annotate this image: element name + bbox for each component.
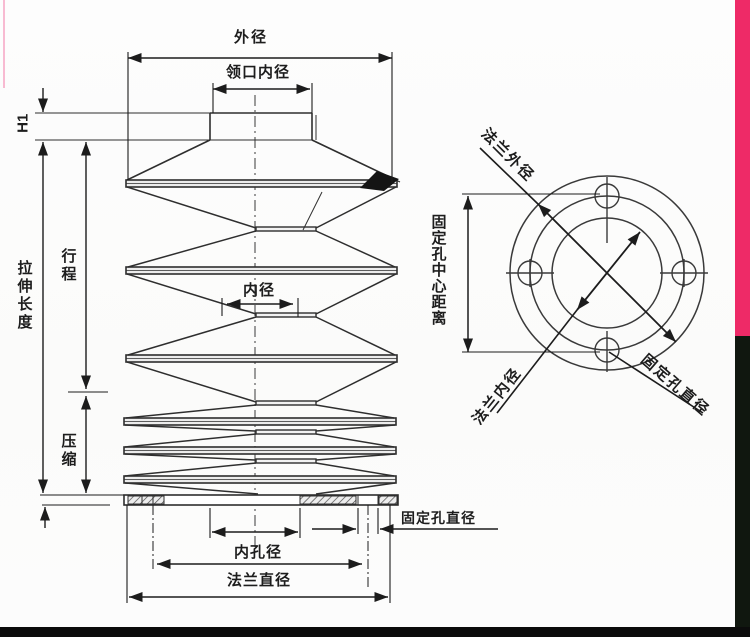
label-fixing-hole-diameter-front: 固定孔直径: [401, 510, 476, 526]
front-view-dimensions: [38, 52, 498, 603]
dim-flange-inner-diameter: [576, 231, 641, 311]
label-flange-diameter: 法兰直径: [227, 572, 292, 589]
bellows-inner-folds: [255, 226, 317, 464]
bellows-outer-bars: [123, 179, 398, 484]
label-collar-inner-diameter: 领口内径: [226, 64, 291, 81]
label-hole-center-distance: 固定孔中心距离: [429, 214, 447, 326]
bellows-pleats: [124, 186, 397, 495]
collar: [35, 112, 401, 183]
label-inner-diameter: 内径: [243, 282, 276, 299]
scan-edge-pink-sliver: [3, 0, 5, 88]
seam-detail-blob: [360, 171, 399, 191]
label-outer-diameter: 外径: [234, 29, 269, 46]
right-edge-pink-strip: [735, 0, 750, 336]
flange-view-dimensions: [462, 147, 704, 414]
label-stroke: 行程: [59, 248, 77, 284]
label-inner-hole-diameter: 内孔径: [234, 544, 283, 561]
bottom-flange: [123, 494, 399, 506]
right-edge-dark-strip: [735, 336, 750, 637]
label-h1: H1: [14, 113, 32, 133]
front-view: [35, 95, 401, 552]
label-stretched-length: 拉伸长度: [15, 260, 33, 332]
bottom-black-bar: [0, 627, 750, 637]
leader-fixing-hole-diameter: [608, 351, 704, 414]
label-compression: 压缩: [59, 433, 77, 469]
